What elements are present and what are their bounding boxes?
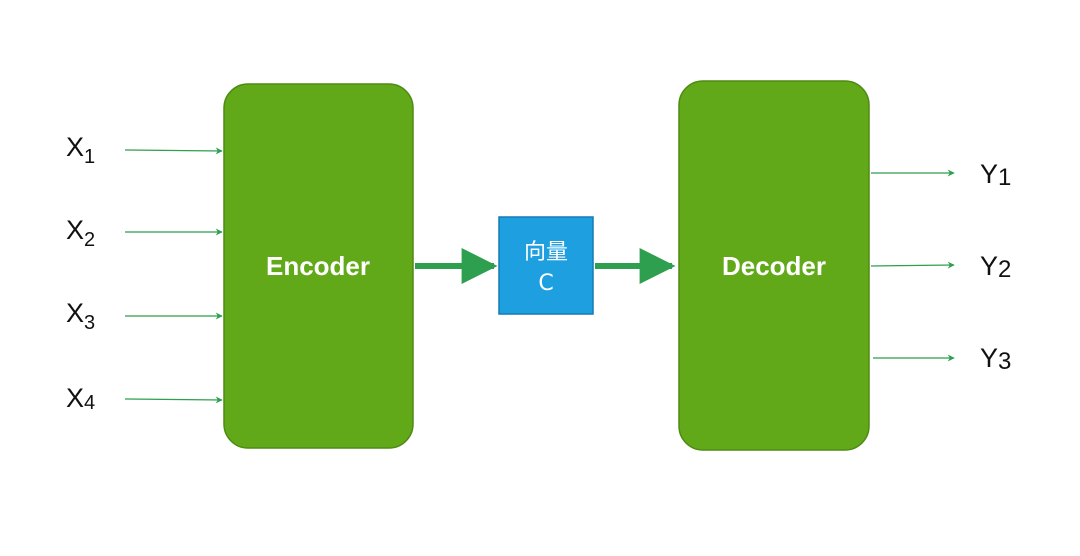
input-label-4: X4 (66, 383, 95, 414)
output-label-2-sub: 2 (998, 256, 1011, 283)
input-label-1: X1 (66, 132, 95, 168)
output-label-3: Y3 (980, 343, 1011, 375)
context-vector-block: 向量 C (498, 216, 594, 315)
decoder-block: Decoder (678, 80, 870, 451)
input-label-4-sub: 4 (84, 392, 95, 414)
output-label-3-sub: 3 (998, 348, 1011, 375)
decoder-label: Decoder (722, 251, 826, 281)
output-arrow-2 (870, 261, 955, 269)
output-label-1-base: Y (980, 159, 998, 189)
output-label-2: Y2 (980, 251, 1011, 283)
input-arrow-4 (124, 396, 223, 404)
input-label-3-base: X (66, 298, 84, 328)
input-label-1-base: X (66, 132, 84, 162)
input-label-2-base: X (66, 215, 84, 245)
input-label-3: X3 (66, 298, 95, 334)
encoder-box (223, 83, 414, 449)
context-vector-box (498, 216, 594, 315)
output-label-1-sub: 1 (998, 164, 1011, 191)
input-label-2: X2 (66, 215, 95, 251)
decoder-box (678, 80, 870, 451)
input-label-1-sub: 1 (84, 146, 95, 168)
output-label-1: Y1 (980, 159, 1011, 191)
output-label-3-base: Y (980, 343, 998, 373)
input-label-4-base: X (66, 383, 84, 413)
context-vector-line1: 向量 (524, 240, 568, 265)
context-vector-line2: C (538, 271, 553, 296)
output-label-2-base: Y (980, 251, 998, 281)
encoder-label: Encoder (266, 251, 370, 281)
input-label-3-sub: 3 (84, 312, 95, 334)
input-arrow-1 (124, 147, 223, 155)
input-label-2-sub: 2 (84, 229, 95, 251)
encoder-block: Encoder (223, 83, 414, 449)
